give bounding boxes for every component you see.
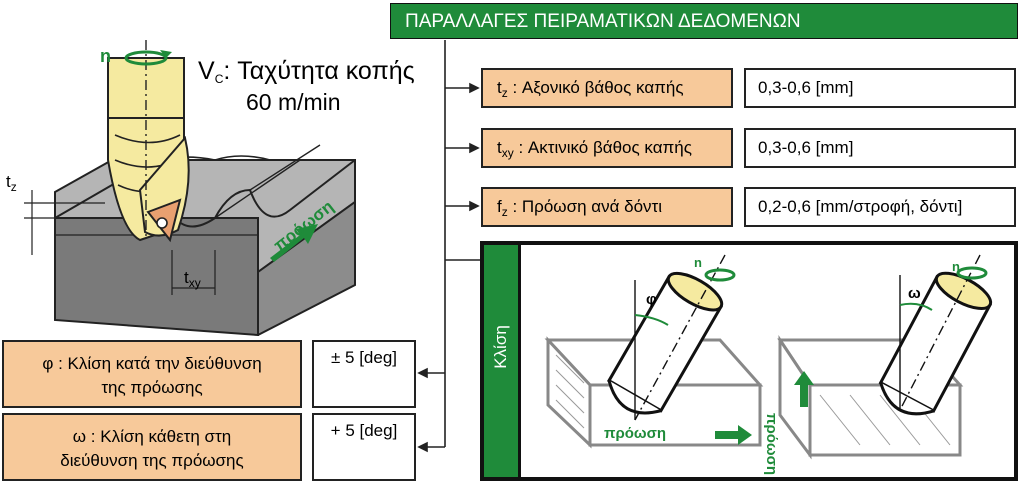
right-n-label: n (952, 259, 960, 274)
phi-inclination-value: ± 5 [deg] (312, 340, 416, 408)
radial-depth-label: txy : Ακτινικό βάθος καπής (481, 128, 733, 168)
omega-line2: διεύθυνση της πρόωσης (60, 451, 244, 470)
omega-angle-label: ω (908, 285, 921, 302)
milling-illustration (24, 40, 356, 336)
phi-angle-label: φ (646, 291, 657, 308)
txy-dimension-label: txy (184, 268, 201, 290)
feed-per-tooth-value: 0,2-0,6 [mm/στροφή, δόντι] (744, 187, 1016, 227)
experimental-variations-header: ΠΑΡΑΛΛΑΓΕΣ ΠΕΙΡΑΜΑΤΙΚΩΝ ΔΕΔΟΜΕΝΩΝ (390, 3, 1018, 39)
cutting-speed-label: VC: Ταχύτητα κοπής (198, 57, 415, 86)
omega-inclination-label: ω : Κλίση κάθετη στη διεύθυνση της πρόωσ… (2, 413, 302, 481)
radial-depth-value: 0,3-0,6 [mm] (744, 128, 1016, 168)
inclination-sidebar: Κλίση (484, 245, 521, 477)
inclination-title: Κλίση (491, 325, 510, 369)
inclination-diagrams (544, 254, 993, 460)
phi-line1: φ : Κλίση κατά την διεύθυνση (42, 354, 262, 373)
left-feed-label: πρόωση (604, 425, 667, 442)
feed-arrow (270, 224, 318, 262)
axial-depth-label: tz : Αξονικό βάθος καπής (481, 68, 733, 108)
omega-line1: ω : Κλίση κάθετη στη (72, 427, 232, 446)
right-feed-label: πρόωση (763, 413, 780, 476)
axial-depth-value: 0,3-0,6 [mm] (744, 68, 1016, 108)
spindle-speed-n: n (100, 46, 111, 66)
left-n-label: n (694, 255, 702, 270)
cutting-speed-value: 60 m/min (246, 89, 341, 115)
tz-dimension-label: tz (6, 172, 17, 194)
omega-inclination-value: + 5 [deg] (312, 413, 416, 481)
inclination-panel: Κλίση (480, 241, 1018, 481)
feed-per-tooth-label: fz : Πρόωση ανά δόντι (481, 187, 733, 227)
phi-inclination-label: φ : Κλίση κατά την διεύθυνση της πρόωσης (2, 340, 302, 408)
phi-line2: της πρόωσης (101, 378, 203, 397)
